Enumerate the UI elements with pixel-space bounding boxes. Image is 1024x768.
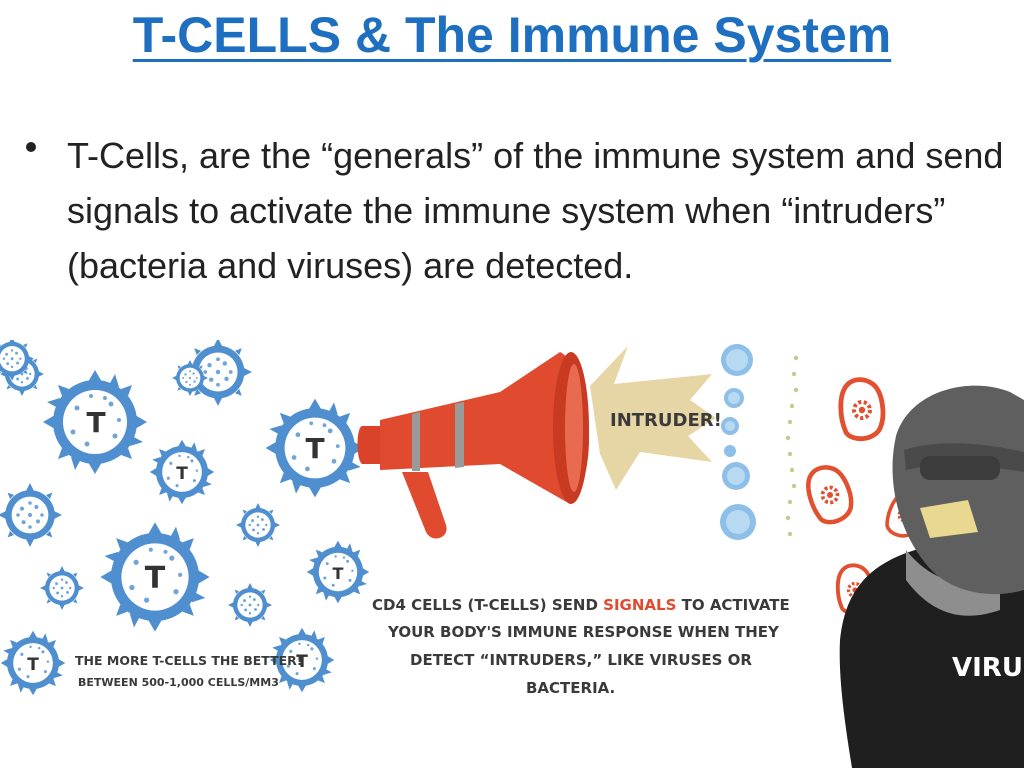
speech-label: INTRUDER! [610,410,722,431]
center-caption-line4: BACTERIA. [526,679,615,697]
small-cell-icon [236,503,280,547]
tcells-panel: T T T T T T T THE MORE T-CELLS THE BETTE… [0,340,370,696]
center-caption-line2: YOUR BODY'S IMMUNE RESPONSE WHEN THEY [387,623,780,641]
cell-letter: T [296,652,308,672]
megaphone-icon [357,352,590,539]
virus-label: VIRUS [952,653,1024,683]
speech-burst [590,346,716,490]
dotted-chain [785,355,799,537]
bullet-item: T-Cells, are the “generals” of the immun… [26,128,1006,293]
signal-bubbles [720,344,756,540]
bullet-text: T-Cells, are the “generals” of the immun… [67,135,1004,286]
masked-virus-icon: VIRUS [839,385,1024,768]
cell-letter: T [86,406,105,439]
center-caption-line1: CD4 CELLS (T-CELLS) SEND SIGNALS TO ACTI… [372,596,790,614]
left-caption-line2: BETWEEN 500-1,000 CELLS/MM3 [78,676,279,689]
bacteria-icon [803,462,855,526]
small-cell-icon [228,583,272,627]
cell-letter: T [145,561,166,596]
cell-letter: T [27,655,39,675]
bullet-dot-icon [26,142,36,152]
immune-illustration: T T T T T T T THE MORE T-CELLS THE BETTE… [0,340,1024,768]
small-cell-icon [0,483,62,547]
cell-letter: T [333,564,344,583]
bacteria-icon [841,380,883,439]
slide-title: T-CELLS & The Immune System [132,7,892,63]
megaphone-panel: INTRUDER! CD4 CELLS (T-CELLS) SEND SIGNA… [357,344,799,697]
center-caption-line3: DETECT “INTRUDERS,” LIKE VIRUSES OR [410,651,752,669]
intruder-panel: VIRUS [803,380,1024,768]
cell-letter: T [176,464,188,484]
cell-letter: T [305,432,324,465]
small-cell-icon [40,566,84,610]
left-caption-line1: THE MORE T-CELLS THE BETTER! [75,653,302,668]
signals-highlight: SIGNALS [603,596,676,614]
